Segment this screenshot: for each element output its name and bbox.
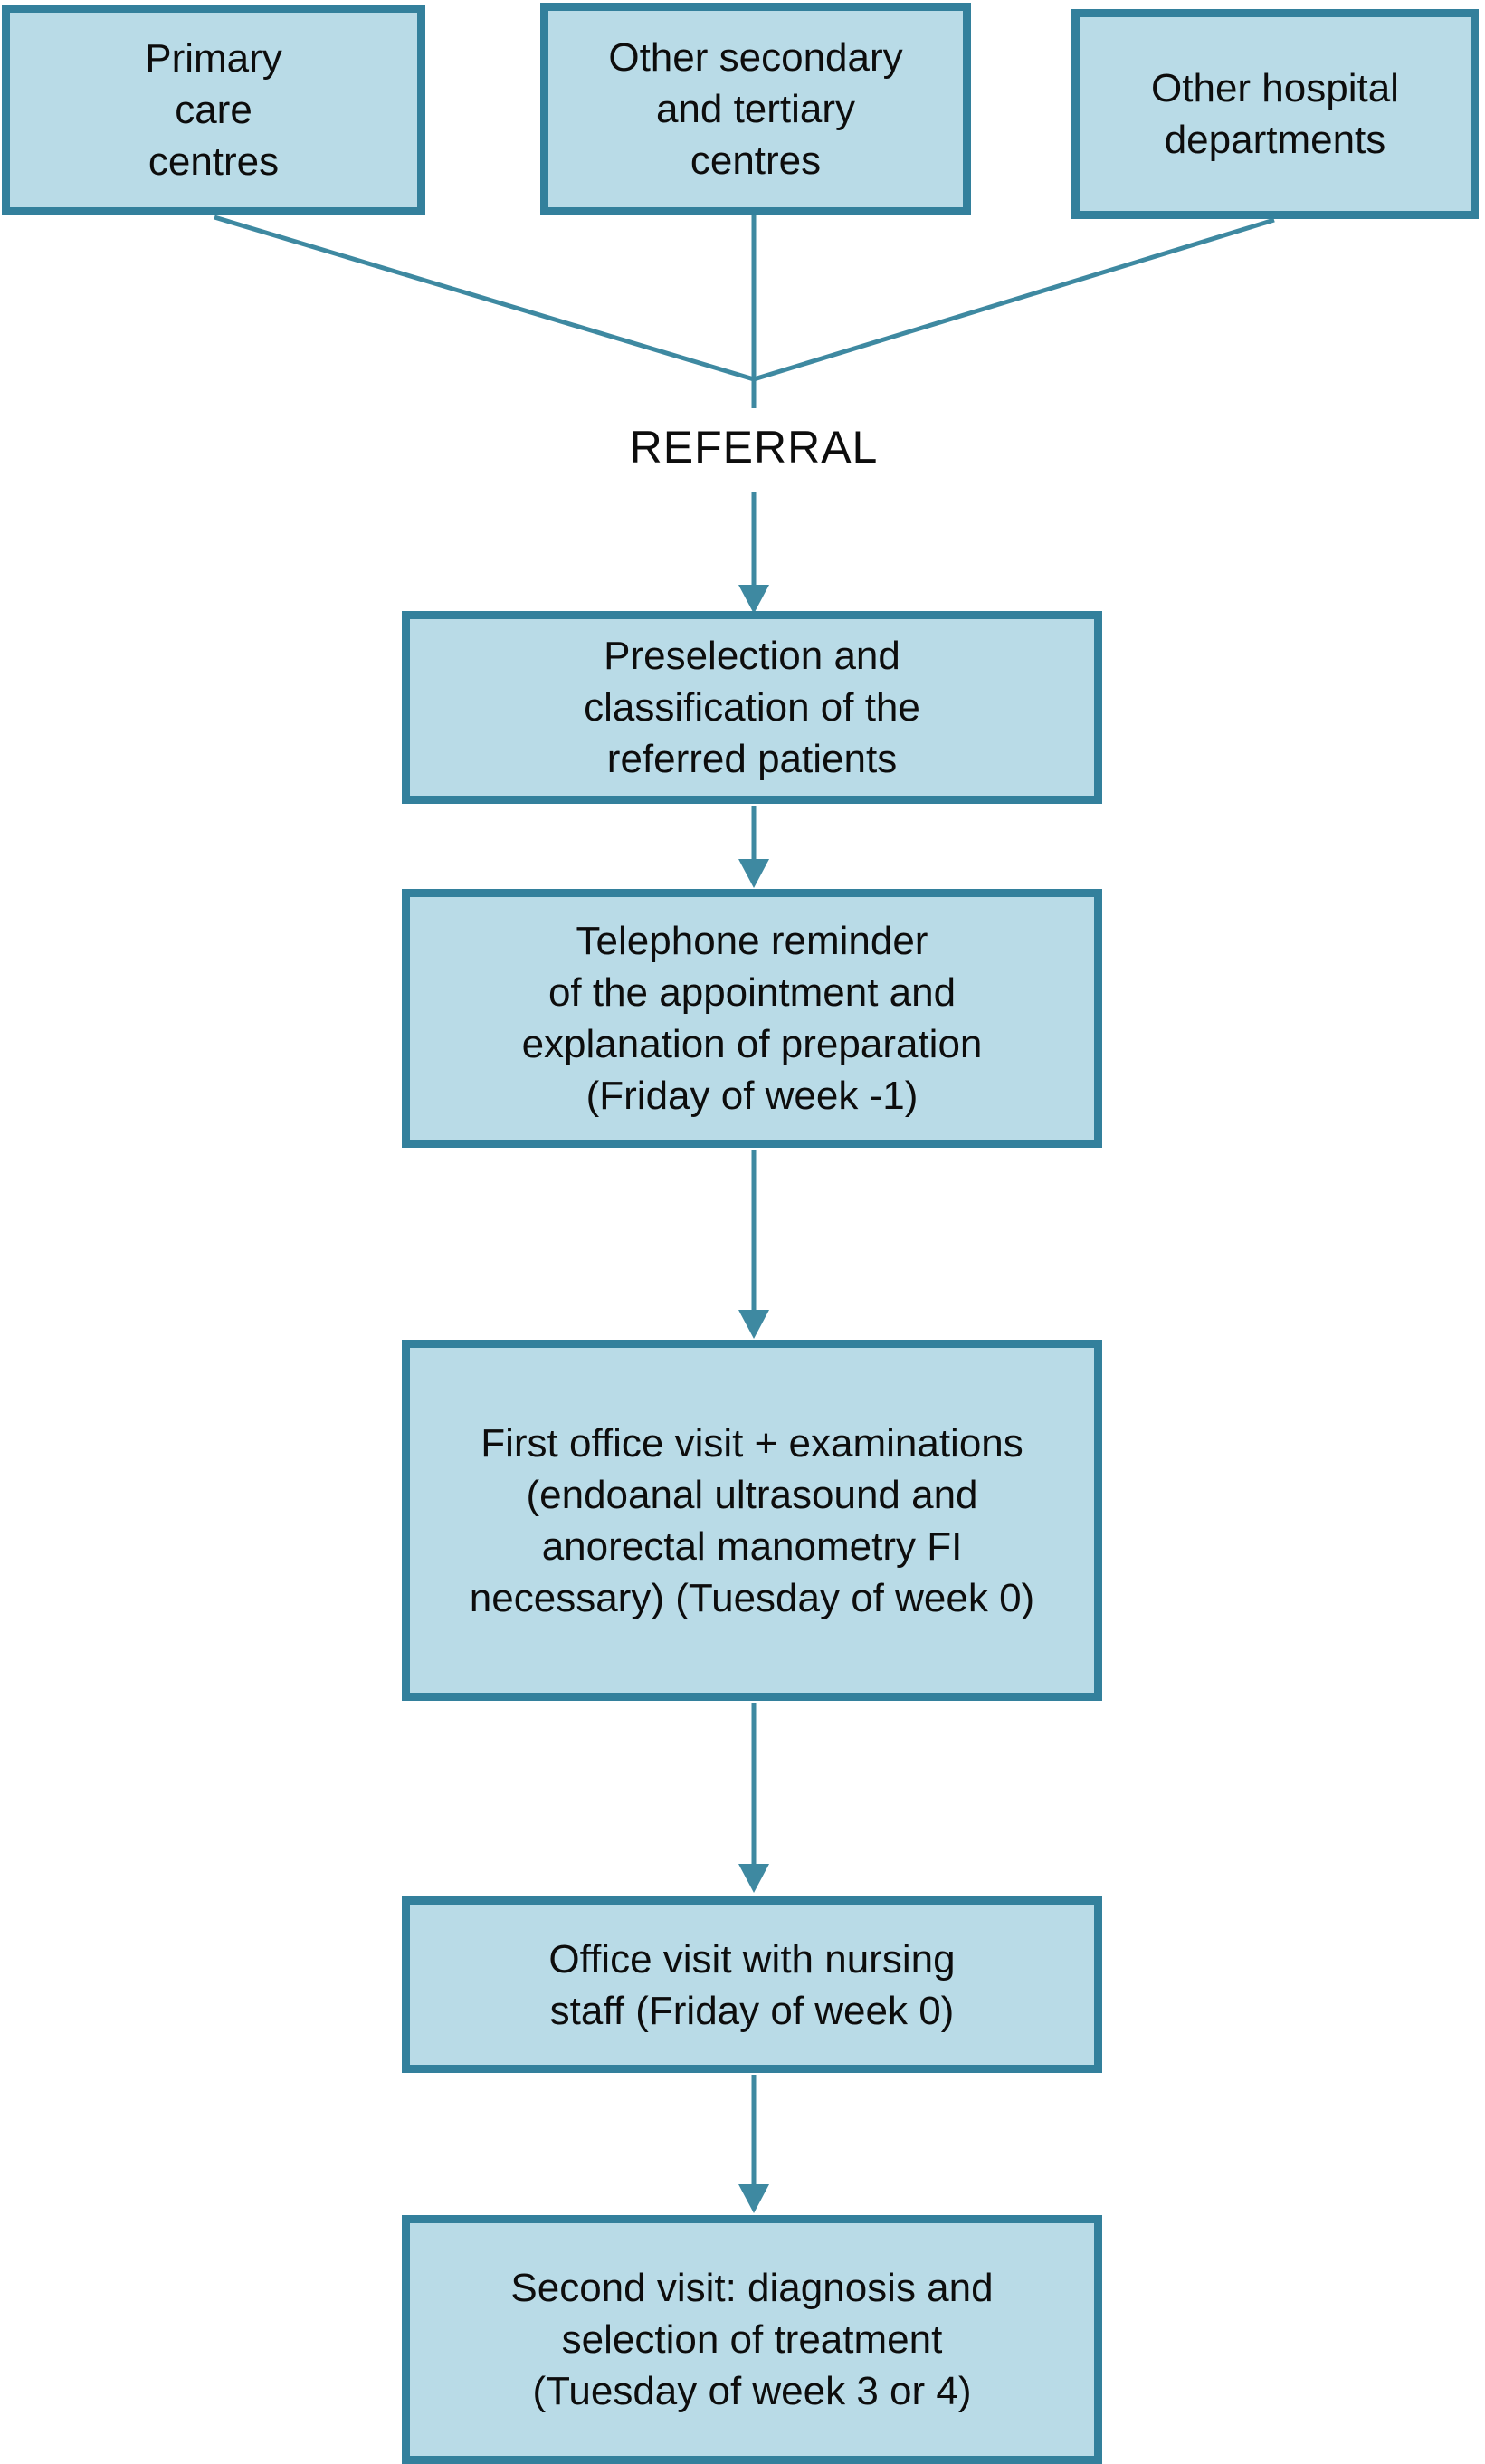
box-text-line: (endoanal ultrasound and bbox=[526, 1472, 978, 1517]
arrow-down-icon bbox=[738, 2184, 769, 2213]
box-first-office-visit: First office visit + examinations (endoa… bbox=[402, 1340, 1102, 1701]
box-hospital-departments: Other hospital departments bbox=[1071, 9, 1479, 219]
box-second-visit: Second visit: diagnosis and selection of… bbox=[402, 2215, 1102, 2464]
box-text-line: staff (Friday of week 0) bbox=[549, 1988, 955, 2033]
box-text-line: centres bbox=[690, 138, 822, 183]
box-text-line: (Friday of week -1) bbox=[585, 1074, 919, 1118]
box-text-line: classification of the bbox=[584, 685, 920, 730]
arrow-referral-to-preselection bbox=[738, 492, 769, 614]
box-text-line: of the appointment and bbox=[547, 970, 957, 1015]
arrow-telephone-to-first-visit bbox=[738, 1150, 769, 1339]
box-text-line: Second visit: diagnosis and bbox=[510, 2266, 994, 2310]
box-text-line: explanation of preparation bbox=[521, 1022, 983, 1066]
arrow-down-icon bbox=[738, 1310, 769, 1339]
box-text-line: and tertiary bbox=[655, 87, 856, 131]
box-text-line: anorectal manometry FI bbox=[541, 1523, 963, 1569]
box-text-line: (Tuesday of week 3 or 4) bbox=[532, 2369, 972, 2413]
box-telephone-reminder: Telephone reminder of the appointment an… bbox=[402, 889, 1102, 1148]
box-nursing-visit: Office visit with nursing staff (Friday … bbox=[402, 1896, 1102, 2073]
box-text-line: Other hospital bbox=[1151, 66, 1399, 110]
arrow-nursing-to-second-visit bbox=[738, 2075, 769, 2213]
box-text-line: Telephone reminder bbox=[576, 919, 928, 963]
arrow-down-icon bbox=[738, 585, 769, 614]
box-text-line: centres bbox=[148, 139, 280, 184]
arrow-first-visit-to-nursing bbox=[738, 1703, 769, 1893]
connector-hospital-to-referral bbox=[753, 217, 1275, 382]
referral-label: REFERRAL bbox=[629, 422, 879, 473]
box-text-line: Office visit with nursing bbox=[548, 1936, 956, 1982]
box-text-line: departments bbox=[1164, 118, 1386, 162]
connector-primary-to-referral bbox=[214, 215, 755, 382]
box-text-line: First office visit + examinations bbox=[481, 1420, 1023, 1466]
arrow-down-icon bbox=[738, 859, 769, 888]
box-text-line: care bbox=[175, 88, 252, 132]
box-text-line: selection of treatment bbox=[561, 2317, 943, 2362]
box-preselection: Preselection and classification of the r… bbox=[402, 611, 1102, 804]
box-secondary-tertiary-centres: Other secondary and tertiary centres bbox=[540, 3, 971, 215]
box-text-line: necessary) (Tuesday of week 0) bbox=[469, 1575, 1035, 1620]
arrow-down-icon bbox=[738, 1864, 769, 1893]
box-text-line: Primary bbox=[145, 36, 282, 81]
box-text-line: Other secondary bbox=[608, 35, 903, 80]
arrow-preselection-to-telephone bbox=[738, 806, 769, 888]
box-text-line: referred patients bbox=[606, 737, 898, 781]
box-primary-care-centres: Primary care centres bbox=[2, 5, 425, 215]
box-text-line: Preselection and bbox=[604, 634, 900, 678]
